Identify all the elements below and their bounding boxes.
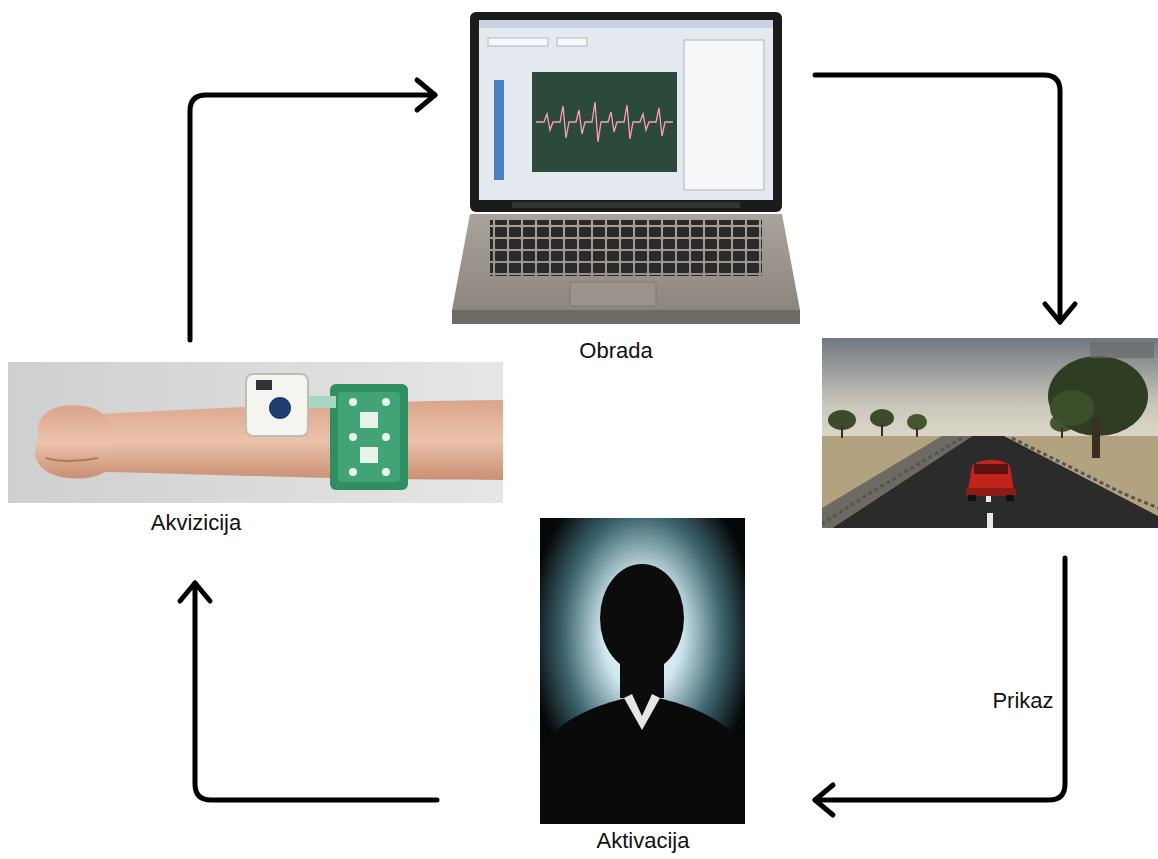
flow-arrow [815,75,1075,322]
game-screenshot [822,338,1158,528]
flow-arrow [190,80,435,340]
image-node: Akvizicija [8,362,503,503]
node-caption: Obrada [579,338,652,364]
node-caption: Prikaz [992,688,1053,714]
node-caption: Akvizicija [151,510,241,536]
image-node: Prikaz [822,338,1158,528]
person-silhouette [540,518,745,824]
node-caption: Aktivacija [597,828,690,854]
laptop-photo [452,10,800,332]
image-node: Obrada [452,10,800,332]
flow-arrow [180,583,437,800]
flow-arrow [815,558,1065,815]
image-node: Aktivacija [540,518,745,824]
arm-sensor-photo [8,362,503,503]
